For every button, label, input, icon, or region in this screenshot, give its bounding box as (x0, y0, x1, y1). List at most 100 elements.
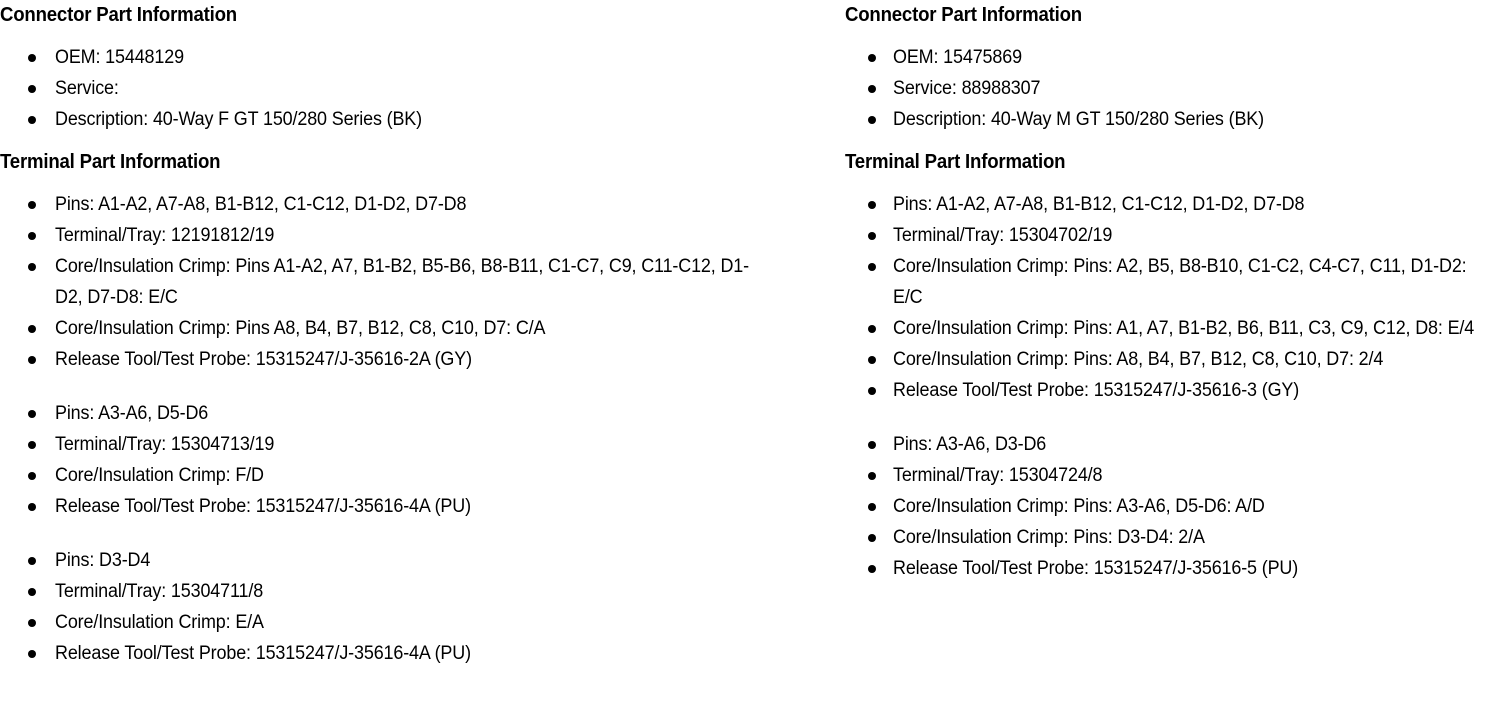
list-item: Release Tool/Test Probe: 15315247/J-3561… (0, 638, 770, 669)
list-item: Core/Insulation Crimp: Pins: A1, A7, B1-… (845, 313, 1500, 344)
bullet-icon (28, 325, 36, 333)
bullet-icon (28, 619, 36, 627)
list-item-text: Core/Insulation Crimp: Pins A8, B4, B7, … (55, 318, 546, 339)
list-item: Pins: A1-A2, A7-A8, B1-B12, C1-C12, D1-D… (845, 189, 1500, 220)
terminal-part-group-1: Pins: A1-A2, A7-A8, B1-B12, C1-C12, D1-D… (845, 189, 1500, 406)
list-item-text: Core/Insulation Crimp: Pins A1-A2, A7, B… (55, 256, 749, 308)
list-item-text: Terminal/Tray: 15304713/19 (55, 434, 275, 455)
column-left-female-connector: Connector Part Information OEM: 15448129… (0, 0, 770, 669)
list-item: Terminal/Tray: 15304713/19 (0, 429, 770, 460)
connector-part-information-heading: Connector Part Information (845, 4, 1082, 26)
list-item: Core/Insulation Crimp: Pins: D3-D4: 2/A (845, 522, 1500, 553)
list-item: Pins: A1-A2, A7-A8, B1-B12, C1-C12, D1-D… (0, 189, 770, 220)
list-item-text: Core/Insulation Crimp: Pins: A1, A7, B1-… (893, 318, 1475, 339)
list-item: Service: 88988307 (845, 73, 1500, 104)
bullet-icon (28, 650, 36, 658)
list-item: Core/Insulation Crimp: E/A (0, 607, 770, 638)
connector-part-information-heading: Connector Part Information (0, 4, 237, 26)
list-item-text: Release Tool/Test Probe: 15315247/J-3561… (55, 643, 471, 664)
bullet-icon (868, 534, 876, 542)
list-item: Core/Insulation Crimp: Pins: A3-A6, D5-D… (845, 491, 1500, 522)
bullet-icon (868, 54, 876, 62)
list-item-text: Release Tool/Test Probe: 15315247/J-3561… (55, 349, 472, 370)
bullet-icon (28, 116, 36, 124)
bullet-icon (868, 232, 876, 240)
bullet-icon (28, 263, 36, 271)
list-item-text: Pins: A3-A6, D5-D6 (55, 403, 209, 424)
list-item: Core/Insulation Crimp: Pins: A2, B5, B8-… (845, 251, 1500, 313)
list-item-text: Terminal/Tray: 15304711/8 (55, 581, 264, 602)
list-item: Pins: A3-A6, D3-D6 (845, 429, 1500, 460)
bullet-icon (868, 116, 876, 124)
list-item-text: OEM: 15448129 (55, 47, 184, 68)
bullet-icon (868, 85, 876, 93)
list-item-text: Description: 40-Way M GT 150/280 Series … (893, 109, 1264, 130)
bullet-icon (28, 356, 36, 364)
terminal-part-group-1: Pins: A1-A2, A7-A8, B1-B12, C1-C12, D1-D… (0, 189, 770, 375)
bullet-icon (868, 441, 876, 449)
list-item-text: Core/Insulation Crimp: Pins: A3-A6, D5-D… (893, 496, 1265, 517)
list-item: Pins: D3-D4 (0, 545, 770, 576)
list-item-text: Core/Insulation Crimp: Pins: A2, B5, B8-… (893, 256, 1467, 308)
list-item: Core/Insulation Crimp: Pins: A8, B4, B7,… (845, 344, 1500, 375)
bullet-icon (28, 201, 36, 209)
bullet-icon (28, 410, 36, 418)
list-item: Service: (0, 73, 770, 104)
list-item: Terminal/Tray: 15304724/8 (845, 460, 1500, 491)
list-item-text: Service: (55, 78, 119, 99)
bullet-icon (28, 503, 36, 511)
list-item-text: Core/Insulation Crimp: Pins: D3-D4: 2/A (893, 527, 1205, 548)
list-item: Core/Insulation Crimp: F/D (0, 460, 770, 491)
list-item-text: OEM: 15475869 (893, 47, 1022, 68)
list-item: Pins: A3-A6, D5-D6 (0, 398, 770, 429)
terminal-part-group-2: Pins: A3-A6, D5-D6 Terminal/Tray: 153047… (0, 398, 770, 522)
list-item: Core/Insulation Crimp: Pins A1-A2, A7, B… (0, 251, 770, 313)
bullet-icon (28, 54, 36, 62)
bullet-icon (28, 232, 36, 240)
list-item: OEM: 15475869 (845, 42, 1500, 73)
column-right-male-connector: Connector Part Information OEM: 15475869… (845, 0, 1500, 584)
list-item: Terminal/Tray: 12191812/19 (0, 220, 770, 251)
bullet-icon (28, 557, 36, 565)
bullet-icon (868, 356, 876, 364)
list-item-text: Core/Insulation Crimp: F/D (55, 465, 264, 486)
bullet-icon (28, 588, 36, 596)
connector-part-list: OEM: 15475869 Service: 88988307 Descript… (845, 42, 1500, 135)
list-item: Release Tool/Test Probe: 15315247/J-3561… (0, 344, 770, 375)
bullet-icon (868, 263, 876, 271)
list-item: Core/Insulation Crimp: Pins A8, B4, B7, … (0, 313, 770, 344)
list-item-text: Release Tool/Test Probe: 15315247/J-3561… (893, 380, 1300, 401)
list-item: Description: 40-Way M GT 150/280 Series … (845, 104, 1500, 135)
list-item-text: Service: 88988307 (893, 78, 1041, 99)
bullet-icon (28, 441, 36, 449)
bullet-icon (28, 85, 36, 93)
list-item: Release Tool/Test Probe: 15315247/J-3561… (845, 375, 1500, 406)
bullet-icon (868, 387, 876, 395)
list-item-text: Release Tool/Test Probe: 15315247/J-3561… (55, 496, 471, 517)
list-item: Release Tool/Test Probe: 15315247/J-3561… (0, 491, 770, 522)
bullet-icon (868, 472, 876, 480)
bullet-icon (28, 472, 36, 480)
list-item-text: Core/Insulation Crimp: Pins: A8, B4, B7,… (893, 349, 1384, 370)
terminal-part-information-heading: Terminal Part Information (0, 151, 221, 173)
list-item: Terminal/Tray: 15304711/8 (0, 576, 770, 607)
list-item-text: Description: 40-Way F GT 150/280 Series … (55, 109, 422, 130)
bullet-icon (868, 325, 876, 333)
list-item: Description: 40-Way F GT 150/280 Series … (0, 104, 770, 135)
list-item-text: Pins: A3-A6, D3-D6 (893, 434, 1047, 455)
list-item-text: Terminal/Tray: 15304702/19 (893, 225, 1113, 246)
bullet-icon (868, 565, 876, 573)
list-item-text: Core/Insulation Crimp: E/A (55, 612, 264, 633)
connector-part-list: OEM: 15448129 Service: Description: 40-W… (0, 42, 770, 135)
list-item-text: Pins: A1-A2, A7-A8, B1-B12, C1-C12, D1-D… (55, 194, 467, 215)
list-item-text: Terminal/Tray: 12191812/19 (55, 225, 275, 246)
list-item: Terminal/Tray: 15304702/19 (845, 220, 1500, 251)
list-item-text: Pins: A1-A2, A7-A8, B1-B12, C1-C12, D1-D… (893, 194, 1305, 215)
terminal-part-group-2: Pins: A3-A6, D3-D6 Terminal/Tray: 153047… (845, 429, 1500, 584)
list-item: OEM: 15448129 (0, 42, 770, 73)
list-item-text: Pins: D3-D4 (55, 550, 151, 571)
bullet-icon (868, 503, 876, 511)
list-item-text: Terminal/Tray: 15304724/8 (893, 465, 1103, 486)
list-item: Release Tool/Test Probe: 15315247/J-3561… (845, 553, 1500, 584)
